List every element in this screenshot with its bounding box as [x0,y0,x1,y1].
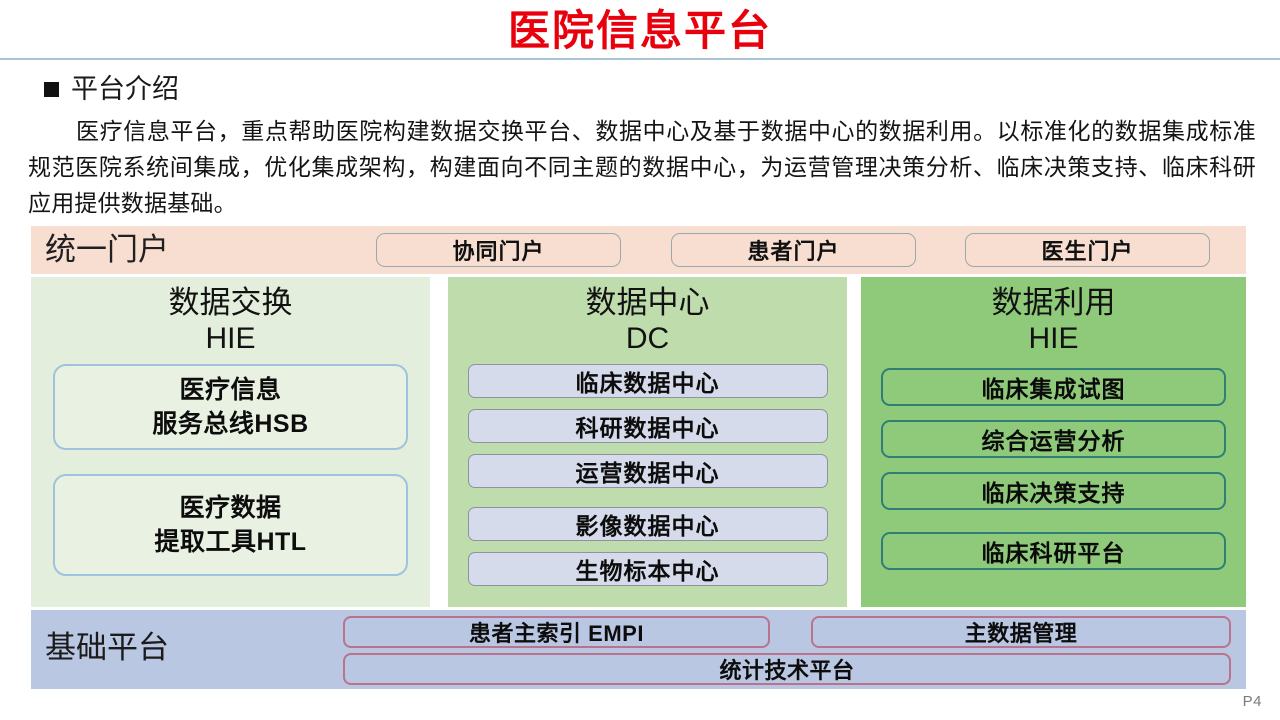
unified-portal-label: 统一门户 [45,232,169,267]
foundation-platform-label: 基础平台 [45,630,169,665]
exchange-item-service-bus[interactable]: 医疗信息 服务总线HSB [53,364,408,450]
util-item-clinical-decision-support[interactable]: 临床决策支持 [881,472,1226,510]
foundation-button-statistics[interactable]: 统计技术平台 [343,653,1231,685]
foundation-button-empi[interactable]: 患者主索引 EMPI [343,616,770,648]
unified-portal-band: 统一门户 协同门户 患者门户 医生门户 [31,226,1246,274]
intro-paragraph: 医疗信息平台，重点帮助医院构建数据交换平台、数据中心及基于数据中心的数据利用。以… [28,118,1256,216]
exchange-item-service-bus-line2: 服务总线HSB [152,410,309,438]
bullet-square-icon [44,81,59,97]
column-data-center: 数据中心 DC 临床数据中心 科研数据中心 运营数据中心 影像数据中心 生物标本… [448,277,847,607]
util-item-operations-analysis[interactable]: 综合运营分析 [881,420,1226,458]
column-data-utilization: 数据利用 HIE 临床集成试图 综合运营分析 临床决策支持 临床科研平台 [861,277,1246,607]
column-c-subtitle: HIE [1028,322,1079,355]
column-data-exchange: 数据交换 HIE 医疗信息 服务总线HSB 医疗数据 提取工具HTL [31,277,430,607]
column-a-title: 数据交换 [168,285,293,320]
util-item-clinical-integrated-view[interactable]: 临床集成试图 [881,368,1226,406]
exchange-item-etl-tool[interactable]: 医疗数据 提取工具HTL [53,474,408,576]
section-heading: 平台介绍 [44,74,179,104]
dc-item-research[interactable]: 科研数据中心 [467,409,828,443]
portal-button-patient[interactable]: 患者门户 [671,233,916,267]
dc-item-biobank[interactable]: 生物标本中心 [467,552,828,586]
exchange-item-service-bus-line1: 医疗信息 [179,376,282,404]
column-a-subtitle: HIE [205,322,256,355]
exchange-item-etl-tool-line1: 医疗数据 [179,494,282,522]
foundation-button-master-data[interactable]: 主数据管理 [811,616,1231,648]
section-heading-label: 平台介绍 [71,74,179,104]
page-number: P4 [1242,693,1262,710]
dc-item-operations[interactable]: 运营数据中心 [467,454,828,488]
portal-button-collaboration[interactable]: 协同门户 [376,233,621,267]
column-b-subtitle: DC [625,322,670,355]
exchange-item-etl-tool-line2: 提取工具HTL [154,528,307,556]
dc-item-clinical[interactable]: 临床数据中心 [467,364,828,398]
foundation-platform-band: 基础平台 患者主索引 EMPI 主数据管理 统计技术平台 [31,610,1246,689]
page-title: 医院信息平台 [507,7,772,54]
portal-button-doctor[interactable]: 医生门户 [965,233,1210,267]
column-b-title: 数据中心 [585,285,710,320]
dc-item-imaging[interactable]: 影像数据中心 [467,507,828,541]
title-divider [0,58,1280,60]
column-c-title: 数据利用 [991,285,1116,320]
util-item-clinical-research-platform[interactable]: 临床科研平台 [881,532,1226,570]
